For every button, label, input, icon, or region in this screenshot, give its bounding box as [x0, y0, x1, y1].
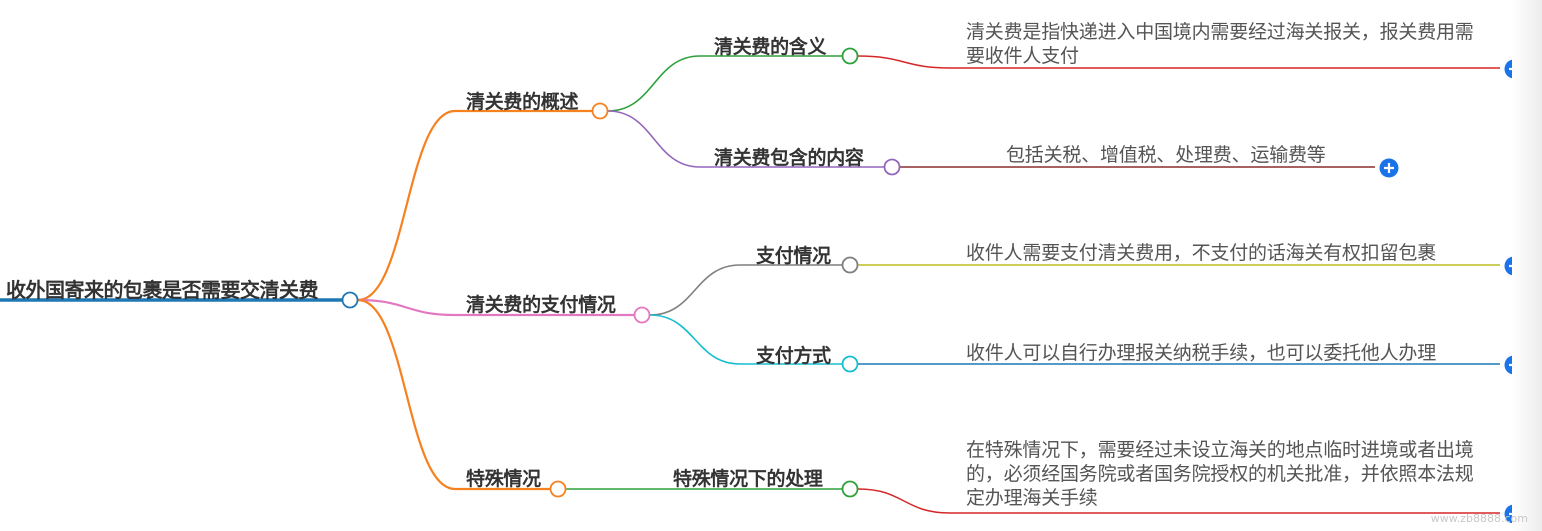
connector-root-branch-0 — [357, 109, 456, 302]
node-payment-method[interactable]: 支付方式 — [756, 345, 831, 367]
connector-branch-0-child-1 — [607, 110, 701, 168]
collapse-toggle-0-0[interactable] — [841, 47, 859, 65]
leaf-contents: 包括关税、增值税、处理费、运输费等 — [1006, 144, 1326, 166]
collapse-toggle-1-0[interactable] — [841, 256, 859, 274]
watermark: www.zb8888.com — [1430, 512, 1528, 525]
root-node[interactable]: 收外国寄来的包裹是否需要交清关费 — [6, 278, 319, 302]
leaf-payment-method: 收件人可以自行办理报关纳税手续，也可以委托他人办理 — [966, 342, 1437, 364]
leaf-special-handling: 在特殊情况下，需要经过未设立海关的地点临时进境或者出境的，必须经国务院或者国务院… — [966, 439, 1474, 509]
scroll-edge — [1512, 0, 1542, 531]
node-special-handling[interactable]: 特殊情况下的处理 — [673, 468, 823, 490]
collapse-toggle-branch-1[interactable] — [633, 306, 651, 324]
connector-branch-1-child-0 — [649, 264, 741, 316]
collapse-toggle-1-1[interactable] — [841, 355, 859, 373]
collapse-toggle-branch-2[interactable] — [549, 480, 567, 498]
connector-branch-0-child-0 — [607, 55, 701, 112]
node-contents[interactable]: 清关费包含的内容 — [714, 147, 864, 169]
branch-special[interactable]: 特殊情况 — [466, 468, 541, 490]
connector-root-branch-1 — [357, 298, 456, 317]
collapse-toggle-branch-0[interactable] — [591, 102, 609, 120]
leaf-payment-status: 收件人需要支付清关费用，不支付的话海关有权扣留包裹 — [966, 242, 1437, 264]
connector-leaf-0-0 — [857, 55, 951, 69]
connector-root-branch-2 — [357, 298, 456, 491]
collapse-toggle-0-1[interactable] — [883, 158, 901, 176]
collapse-toggle-root[interactable] — [341, 291, 359, 309]
branch-overview[interactable]: 清关费的概述 — [466, 91, 579, 113]
leaf-meaning: 清关费是指快递进入中国境内需要经过海关报关，报关费用需要收件人支付 — [966, 21, 1474, 67]
branch-payment[interactable]: 清关费的支付情况 — [466, 294, 616, 316]
connector-leaf-2-0 — [857, 488, 951, 514]
node-meaning[interactable]: 清关费的含义 — [714, 36, 827, 58]
node-payment-status[interactable]: 支付情况 — [756, 245, 831, 267]
expand-button-0-1[interactable] — [1379, 158, 1399, 178]
connector-branch-1-child-1 — [649, 314, 741, 365]
collapse-toggle-2-0[interactable] — [841, 480, 859, 498]
